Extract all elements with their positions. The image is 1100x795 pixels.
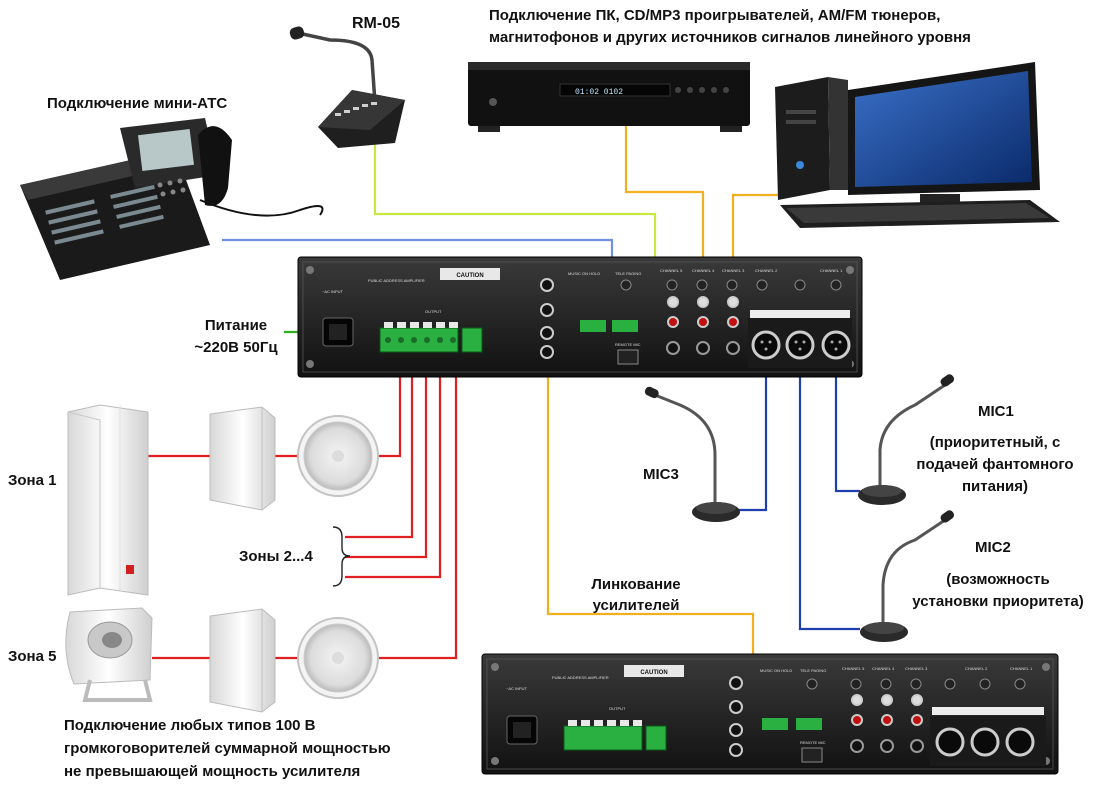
panel-title: PUBLIC ADDRESS AMPLIFIER xyxy=(368,278,425,283)
panel2-caution: CAUTION xyxy=(640,670,667,676)
panel-ch2: CHANNEL 2 xyxy=(755,268,778,273)
mic2-gooseneck xyxy=(860,510,955,642)
ceiling-speaker-zone1 xyxy=(297,415,379,497)
zone4-wire xyxy=(345,350,442,579)
label-sources-line1: Подключение ПК, CD/MP3 проигрывателей, A… xyxy=(489,7,941,24)
column-speaker xyxy=(67,404,149,596)
label-zone5: Зона 5 xyxy=(8,648,57,665)
label-mic2-line2: установки приоритета) xyxy=(912,593,1084,610)
label-mic1-line1: (приоритетный, с xyxy=(929,434,1061,451)
pbx-phone xyxy=(20,118,324,280)
panel2-output: OUTPUT xyxy=(609,706,626,711)
panel2-ch2: CHANNEL 2 xyxy=(965,666,988,671)
panel2-title: PUBLIC ADDRESS AMPLIFIER xyxy=(552,675,609,680)
panel-output: OUTPUT xyxy=(425,309,442,314)
panel-ch4: CHANNEL 4 xyxy=(692,268,715,273)
panel2-ch4: CHANNEL 4 xyxy=(872,666,895,671)
label-sources-line2: магнитофонов и других источников сигнало… xyxy=(489,29,971,46)
panel-ac-input: ~AC INPUT xyxy=(322,289,344,294)
panel-ch3: CHANNEL 3 xyxy=(722,268,745,273)
label-mic3: MIC3 xyxy=(643,466,679,483)
horn-speaker xyxy=(65,607,153,702)
label-mic2: MIC2 xyxy=(975,539,1011,556)
panel-caution: CAUTION xyxy=(456,273,483,279)
label-power-line1: Питание xyxy=(204,317,268,334)
panel-ch1: CHANNEL 1 xyxy=(820,268,843,273)
label-mic1-line3: питания) xyxy=(962,478,1028,495)
panel-ch5: CHANNEL 5 xyxy=(660,268,683,273)
player-display: 01:02 0102 xyxy=(575,88,623,97)
zone3-wire xyxy=(345,350,428,559)
label-rm05: RM-05 xyxy=(352,15,401,32)
panel2-ac-input: ~AC INPUT xyxy=(506,686,528,691)
panel-remote-mic: REMOTE MIC xyxy=(615,342,641,347)
label-link-line2: усилителей xyxy=(592,597,680,614)
label-power-line2: ~220В 50Гц xyxy=(194,339,278,356)
label-mic1: MIC1 xyxy=(978,403,1014,420)
label-speakers-line3: не превышающей мощность усилителя xyxy=(64,763,361,780)
label-zones24: Зоны 2...4 xyxy=(239,548,313,565)
wall-speaker-zone1 xyxy=(209,406,276,511)
panel2-ch1: CHANNEL 1 xyxy=(1010,666,1033,671)
panel-music-on-hold: MUSIC ON HOLD xyxy=(568,271,600,276)
panel2-tele-paging: TELE PAGING xyxy=(800,668,826,673)
cd-player: 01:02 0102 xyxy=(468,62,750,132)
mic3-wire xyxy=(738,345,768,512)
cd-wire xyxy=(624,125,705,320)
mic3-gooseneck xyxy=(644,386,740,522)
mic1-gooseneck xyxy=(858,374,955,505)
wall-speaker-zone5 xyxy=(209,608,276,713)
label-link-line1: Линкование xyxy=(591,576,681,593)
label-speakers-line2: громкоговорителей суммарной мощностью xyxy=(64,740,391,757)
zone2-wire xyxy=(345,350,414,539)
zone5-wire xyxy=(152,350,458,660)
label-zone1: Зона 1 xyxy=(8,472,57,489)
pc-computer xyxy=(775,62,1060,228)
mic2-wire xyxy=(798,345,860,631)
amplifier-main: ~AC INPUT PUBLIC ADDRESS AMPLIFIER CAUTI… xyxy=(297,256,863,378)
amplifier-linked: ~AC INPUT PUBLIC ADDRESS AMPLIFIER CAUTI… xyxy=(481,653,1059,775)
label-speakers-line1: Подключение любых типов 100 В xyxy=(64,717,316,734)
zone1-wire xyxy=(148,350,402,458)
panel2-music-on-hold: MUSIC ON HOLD xyxy=(760,668,792,673)
panel2-ch3: CHANNEL 3 xyxy=(905,666,928,671)
panel2-remote-mic: REMOTE MIC xyxy=(800,740,826,745)
panel-tele-paging: TELE PAGING xyxy=(615,271,641,276)
rm05-console xyxy=(289,26,405,148)
label-pbx: Подключение мини-АТС xyxy=(47,95,228,112)
label-mic2-line1: (возможность xyxy=(946,571,1050,588)
ceiling-speaker-zone5 xyxy=(297,617,379,699)
zones-brace xyxy=(332,526,351,587)
panel2-ch5: CHANNEL 5 xyxy=(842,666,865,671)
label-mic1-line2: подачей фантомного xyxy=(916,456,1074,473)
mic1-wire xyxy=(834,345,860,493)
wires xyxy=(148,125,860,732)
